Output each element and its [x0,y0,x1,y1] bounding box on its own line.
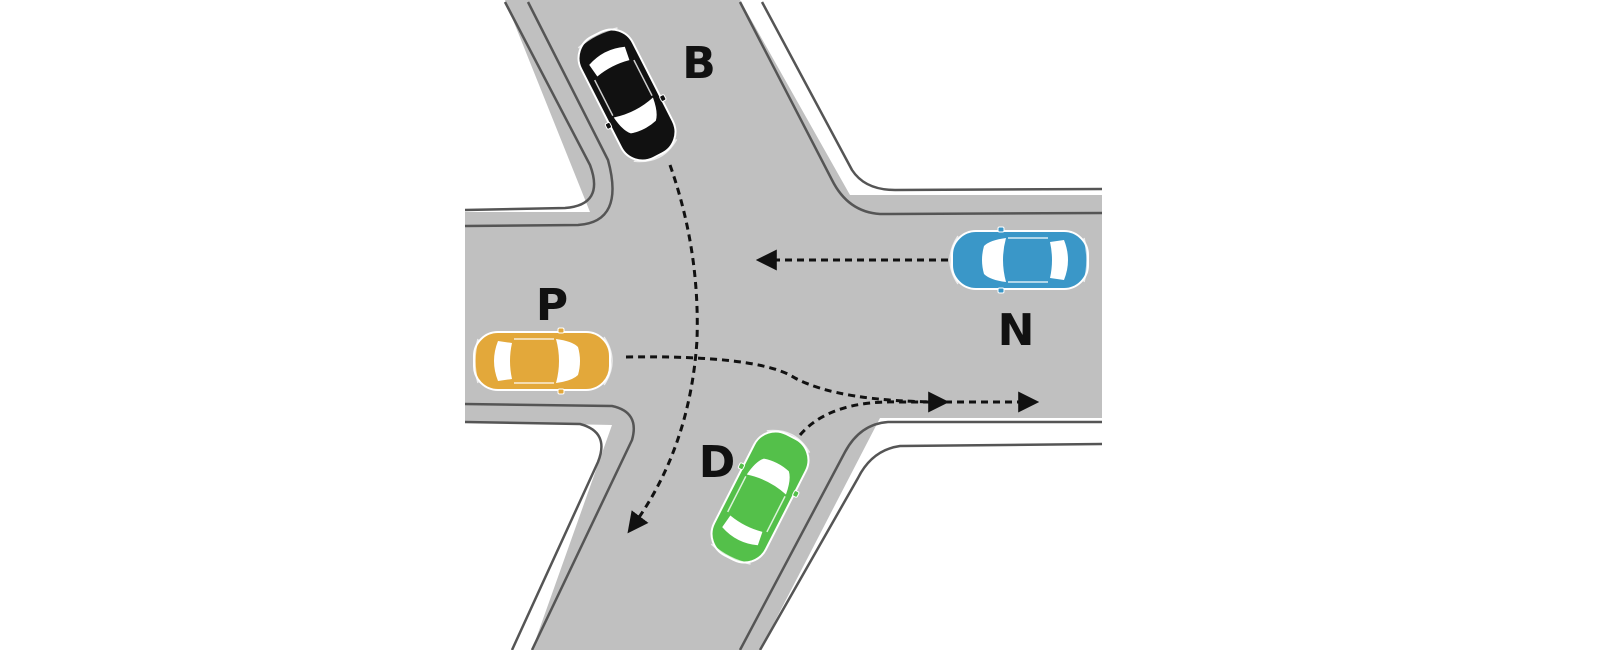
car-label-b: B [682,38,716,89]
car-p [473,327,613,395]
car-label-d: D [699,437,736,488]
car-label-n: N [998,305,1035,356]
road-surface [465,0,1102,650]
car-icon [473,327,613,395]
car-icon [949,226,1089,294]
path-d-turn [798,400,945,436]
path-p-through [625,355,950,413]
road-curbs [464,1,1103,650]
movement-paths [625,164,1040,534]
car-n [949,226,1089,294]
car-label-p: P [536,280,568,331]
